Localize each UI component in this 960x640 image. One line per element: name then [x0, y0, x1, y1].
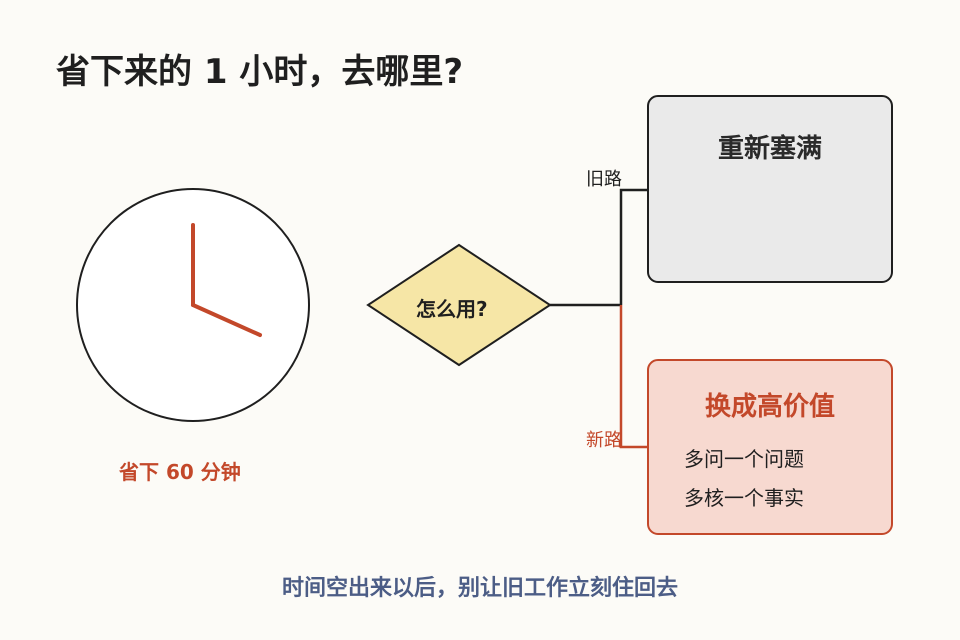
new-outcome-item: 多核一个事实: [684, 486, 804, 510]
new-outcome-title: 换成高价值: [704, 392, 835, 422]
old-outcome-title: 重新塞满: [717, 134, 822, 164]
clock-minute-hand: [191, 303, 262, 337]
new-outcome-item: 多问一个问题: [684, 447, 804, 471]
new-outcome-box: [647, 359, 893, 535]
clock-caption: 省下 60 分钟: [119, 460, 241, 484]
decision-diamond: [366, 243, 552, 367]
connector-new-path: [619, 305, 648, 449]
old-outcome-box: [647, 95, 893, 283]
decision-label: 怎么用?: [416, 297, 488, 321]
footer-note: 时间空出来以后，别让旧工作立刻住回去: [281, 576, 678, 601]
new-path-label: 新路: [586, 430, 622, 451]
old-path-label: 旧路: [586, 169, 622, 190]
connector-old-path: [619, 188, 648, 305]
page-title: 省下来的 1 小时，去哪里?: [56, 52, 464, 92]
